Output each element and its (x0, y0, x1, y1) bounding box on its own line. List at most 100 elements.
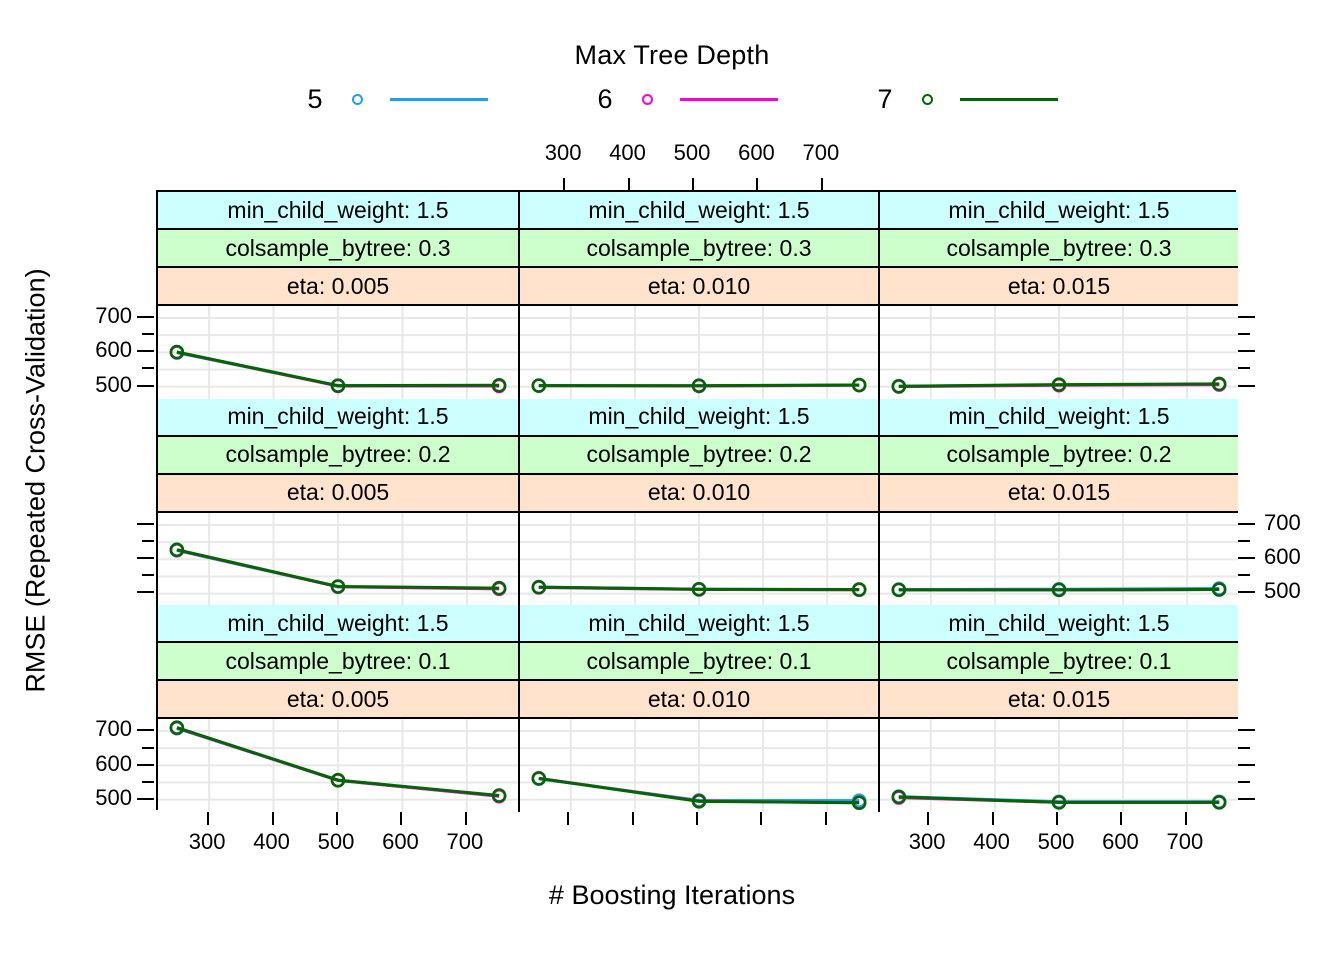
y-tick-label: 600 (1264, 543, 1301, 569)
y-tick-minor (142, 780, 154, 783)
y-tick-major (1238, 556, 1255, 559)
y-tick-major (1238, 763, 1255, 766)
plot-panel[interactable] (880, 719, 1238, 812)
y-tick-major (137, 556, 154, 559)
y-tick-minor (1238, 333, 1250, 336)
y-tick-major (1238, 316, 1255, 318)
plot-panel[interactable] (520, 719, 878, 812)
x-tick-mark (336, 812, 338, 825)
open-circle-icon (330, 93, 384, 105)
y-tick-major (137, 591, 154, 594)
y-tick-minor (142, 367, 154, 370)
legend-entry-7[interactable]: 7 (870, 80, 1058, 118)
y-tick-major (137, 384, 154, 387)
x-tick-mark (400, 812, 403, 825)
x-tick-label: 700 (1166, 829, 1204, 854)
y-tick-major (137, 729, 154, 732)
plot-panel[interactable] (158, 719, 518, 812)
strip-eta: eta: 0.015 (880, 268, 1238, 306)
y-tick-minor (1238, 367, 1250, 370)
x-tick-mark (563, 178, 566, 190)
legend-title: Max Tree Depth (574, 40, 770, 70)
legend-entry-5[interactable]: 5 (300, 80, 488, 118)
strip-colsample-bytree: colsample_bytree: 0.1 (158, 643, 518, 682)
y-tick-major (137, 350, 154, 353)
legend-entry-6[interactable]: 6 (590, 80, 778, 118)
y-tick-label: 700 (1264, 509, 1301, 535)
legend: 5 6 7 (300, 80, 1060, 118)
y-tick-label: 500 (95, 371, 132, 397)
x-tick-mark (627, 178, 630, 190)
x-tick-mark (271, 812, 274, 825)
y-tick-label: 600 (95, 337, 132, 363)
x-tick-label: 300 (908, 829, 946, 854)
strip-min-child-weight: min_child_weight: 1.5 (880, 605, 1238, 644)
y-tick-major (137, 763, 154, 766)
strip-eta: eta: 0.005 (158, 268, 518, 306)
x-tick-label: 600 (738, 140, 775, 165)
y-axis-ticks-left (74, 511, 154, 604)
plot-panel[interactable] (158, 306, 518, 399)
legend-line-swatch (960, 97, 1058, 101)
y-tick-minor (142, 333, 154, 336)
strip-eta: eta: 0.010 (520, 268, 878, 306)
strip-colsample-bytree: colsample_bytree: 0.1 (520, 643, 878, 682)
strip-min-child-weight: min_child_weight: 1.5 (880, 398, 1238, 437)
strip-colsample-bytree: colsample_bytree: 0.2 (880, 436, 1238, 475)
strip-eta: eta: 0.010 (520, 474, 878, 513)
strip-colsample-bytree: colsample_bytree: 0.3 (880, 230, 1238, 268)
plot-panel[interactable] (880, 512, 1238, 606)
legend-line-swatch (680, 97, 778, 101)
x-tick-mark (567, 812, 570, 825)
y-axis-ticks-right (1238, 717, 1318, 810)
strip-colsample-bytree: colsample_bytree: 0.3 (520, 230, 878, 268)
y-tick-major (1238, 350, 1255, 353)
strip-min-child-weight: min_child_weight: 1.5 (158, 605, 518, 644)
x-axis-bottom (516, 812, 876, 860)
plot-panel[interactable] (880, 306, 1238, 399)
strip-min-child-weight: min_child_weight: 1.5 (158, 398, 518, 437)
strip-min-child-weight: min_child_weight: 1.5 (520, 605, 878, 644)
strip-colsample-bytree: colsample_bytree: 0.1 (880, 643, 1238, 682)
y-tick-label: 500 (1264, 578, 1301, 604)
y-tick-major (137, 316, 154, 318)
x-tick-label: 400 (253, 829, 290, 854)
legend-label: 6 (597, 83, 613, 114)
x-tick-label: 600 (1102, 829, 1139, 854)
x-tick-mark (696, 812, 698, 825)
y-axis-ticks-right (1238, 304, 1318, 397)
x-tick-label: 500 (317, 829, 355, 854)
x-tick-label: 500 (1037, 829, 1075, 854)
x-tick-mark (631, 812, 634, 825)
y-tick-label: 600 (95, 750, 132, 776)
y-axis-title-text: RMSE (Repeated Cross-Validation) (20, 267, 51, 693)
x-tick-mark (927, 812, 930, 825)
x-tick-label: 400 (973, 829, 1010, 854)
y-tick-major (1238, 729, 1255, 732)
legend-label: 7 (877, 83, 893, 114)
y-tick-major (1238, 591, 1255, 594)
x-tick-mark (756, 178, 759, 190)
plot-panel[interactable] (158, 512, 518, 606)
plot-panel[interactable] (520, 306, 878, 399)
x-tick-mark (824, 812, 827, 825)
y-tick-major (1238, 797, 1255, 800)
y-tick-major (1238, 384, 1255, 387)
y-tick-minor (1238, 539, 1250, 542)
open-circle-icon (620, 93, 674, 105)
plot-panel[interactable] (520, 512, 878, 606)
y-axis-title: RMSE (Repeated Cross-Validation) (8, 0, 64, 960)
strip-eta: eta: 0.015 (880, 474, 1238, 513)
